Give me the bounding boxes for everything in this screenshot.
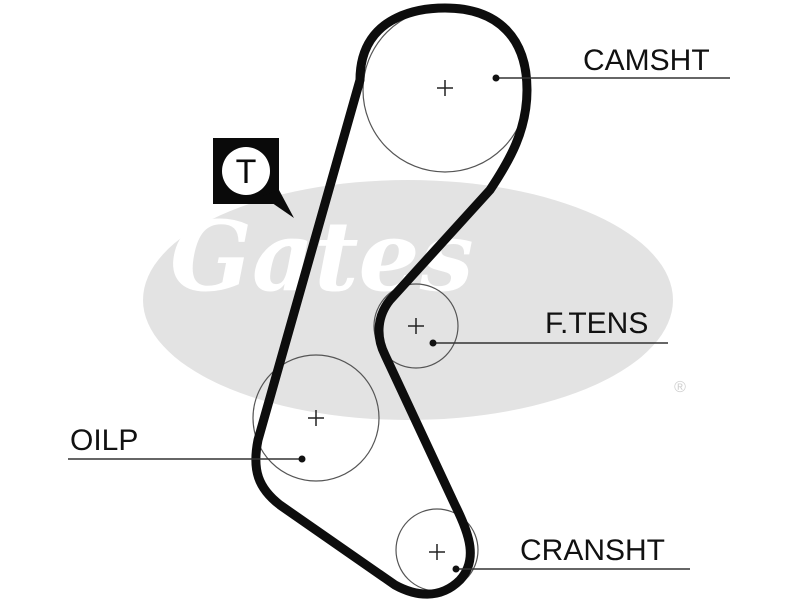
badge-pointer [262, 190, 294, 218]
oil-pump-pulley [252, 354, 380, 482]
leader-dots [298, 74, 500, 573]
tensioner-label: F.TENS [545, 307, 648, 340]
camshaft-dot [492, 74, 500, 82]
center-markers [308, 80, 453, 560]
tensioner-pulley [373, 283, 459, 369]
crankshaft-center-icon [429, 544, 445, 560]
camshaft-label: CAMSHT [583, 44, 710, 77]
tensioner-center-icon [408, 318, 424, 334]
badge-letter: T [236, 153, 257, 191]
gates-watermark: Gates ® [143, 180, 686, 420]
oil-pump-dot [298, 455, 306, 463]
badge-circle [222, 147, 270, 195]
oil-pump-center-icon [308, 410, 324, 426]
tensioner-dot [429, 339, 437, 347]
camshaft-center-icon [437, 80, 453, 96]
oil-pump-label: OILP [70, 424, 138, 457]
leader-lines [68, 77, 730, 570]
tensioner-callout-icon: T [213, 138, 294, 218]
crankshaft-label: CRANSHT [520, 534, 665, 567]
crankshaft-dot [452, 565, 460, 573]
watermark-ellipse [143, 180, 673, 420]
timing-belt [251, 3, 532, 599]
registered-mark: ® [674, 379, 686, 396]
center-marker-glyph: + [760, 17, 768, 33]
